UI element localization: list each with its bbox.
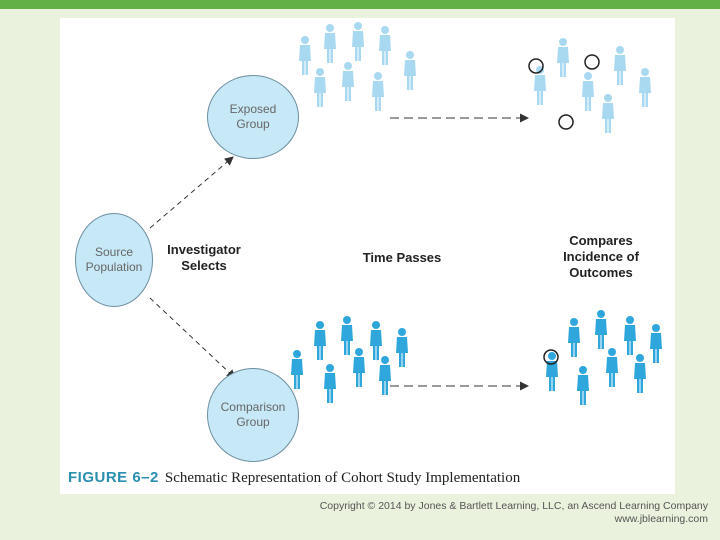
copyright-notice: Copyright © 2014 by Jones & Bartlett Lea… [320, 500, 708, 526]
website-url: www.jblearning.com [614, 513, 708, 525]
outcome-marker-circle [584, 54, 600, 70]
figure-title: Schematic Representation of Cohort Study… [164, 470, 521, 486]
copyright-line: Copyright © 2014 by Jones & Bartlett Lea… [319, 500, 708, 512]
outcome-marker-circle [528, 58, 544, 74]
outcome-marker-circle [558, 114, 574, 130]
figure-panel [60, 18, 675, 494]
exposed-group-people [299, 22, 416, 111]
source-population-label: Source Population [85, 245, 143, 274]
arrow-to-exposed [149, 156, 234, 229]
comparison-group-people [291, 316, 408, 403]
source-population-node: Source Population [75, 213, 153, 307]
arrow-to-comparison [149, 297, 236, 379]
time-passes-label: Time Passes [362, 250, 442, 265]
figure-caption: FIGURE 6–2 Schematic Representation of Co… [68, 469, 668, 487]
exposed-group-node: Exposed Group [207, 75, 299, 159]
top-accent-bar [0, 0, 720, 9]
exposed-outcome-markers [528, 54, 600, 130]
compares-incidence-label: Compares Incidence of Outcomes [563, 233, 639, 280]
comparison-group-label: Comparison Group [220, 400, 286, 429]
investigator-selects-label: Investigator Selects [167, 242, 241, 273]
comparison-group-node: Comparison Group [207, 368, 299, 462]
figure-number: FIGURE 6–2 [68, 469, 159, 486]
exposed-outcome-people [534, 38, 651, 133]
comparison-outcome-people [546, 310, 662, 405]
outcome-marker-circle [543, 349, 559, 365]
exposed-group-label: Exposed Group [229, 102, 277, 131]
